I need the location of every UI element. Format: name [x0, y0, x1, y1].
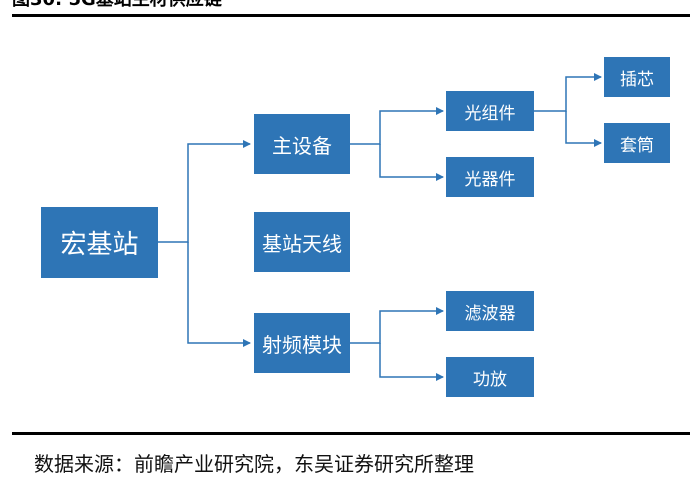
connector-optcomp-sleeve — [565, 111, 602, 147]
node-sleeve: 套筒 — [604, 123, 670, 163]
node-macro-base-station: 宏基站 — [41, 207, 158, 278]
connector-main-optdev — [379, 144, 444, 181]
connector-main-optcomp — [350, 107, 444, 145]
node-filter: 滤波器 — [446, 291, 534, 331]
node-main-equipment: 主设备 — [254, 114, 350, 174]
top-divider — [12, 14, 690, 17]
node-power-amplifier: 功放 — [446, 357, 534, 397]
node-rf-module: 射频模块 — [254, 313, 350, 373]
connector-optcomp-plug — [534, 73, 602, 112]
connector-root-rf — [187, 242, 251, 347]
node-optical-device: 光器件 — [446, 157, 534, 197]
connector-root-main — [158, 140, 251, 243]
bottom-divider — [12, 432, 690, 435]
figure-title: 图30: 5G基站主材供应链 — [12, 0, 222, 10]
node-base-station-antenna: 基站天线 — [254, 212, 350, 272]
connector-rf-pa — [379, 343, 444, 381]
node-optical-component: 光组件 — [446, 91, 534, 131]
node-plug-core: 插芯 — [604, 57, 670, 97]
connector-rf-filter — [350, 307, 444, 344]
source-note: 数据来源：前瞻产业研究院，东吴证券研究所整理 — [34, 452, 474, 476]
